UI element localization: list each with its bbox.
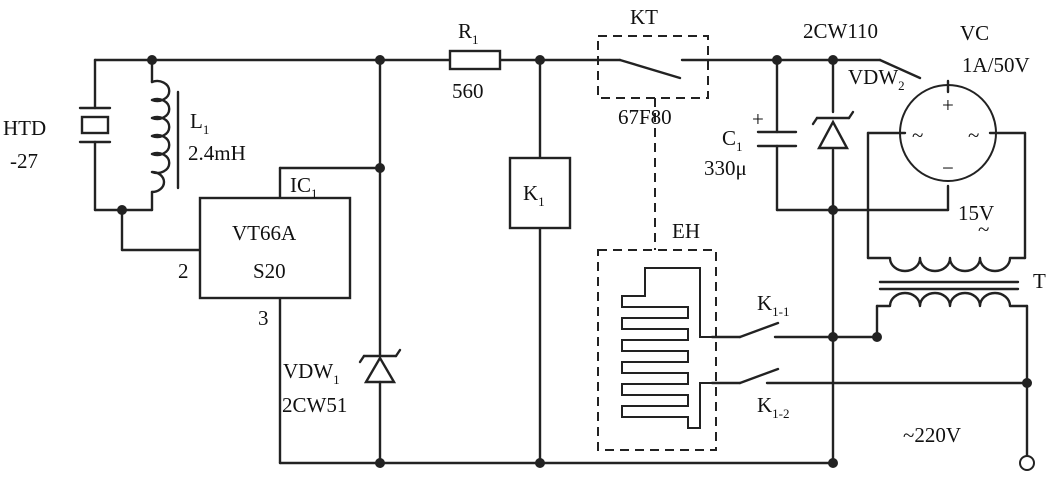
bridge-ac-right: ~ xyxy=(968,123,979,147)
secondary-ac-mark: ~ xyxy=(978,217,989,241)
vc-rating: 1A/50V xyxy=(962,53,1030,77)
resistor-r1 xyxy=(448,49,502,71)
r1-label: R1 xyxy=(458,19,479,47)
transformer-t xyxy=(866,256,1029,308)
contact-k1-1 xyxy=(738,321,780,339)
relay-coil-k1 xyxy=(508,156,572,230)
ic1-pin3: 3 xyxy=(258,306,269,330)
l1-value: 2.4mH xyxy=(188,141,246,165)
zener-vdw1 xyxy=(358,348,402,384)
htd-label: HTD xyxy=(3,116,46,140)
zener-vdw2 xyxy=(811,110,855,150)
c1-label: C1 xyxy=(722,126,743,154)
vdw2-part: 2CW110 xyxy=(803,19,878,43)
contact-k1-2 xyxy=(738,367,780,385)
htd-model-label: -27 xyxy=(10,149,38,173)
c1-value: 330μ xyxy=(704,156,747,180)
transformer-label: T xyxy=(1033,269,1046,293)
vdw1-label: VDW1 xyxy=(283,359,340,387)
inductor-l1 xyxy=(150,79,171,194)
c1-plus: + xyxy=(752,107,764,131)
bridge-minus: − xyxy=(942,156,954,180)
bridge-ac-left: ~ xyxy=(912,123,923,147)
kt-part: 67F80 xyxy=(618,105,672,129)
junction-dots xyxy=(117,55,1032,468)
r1-value: 560 xyxy=(452,79,484,103)
secondary-voltage: 15V xyxy=(958,201,994,225)
eh-label: EH xyxy=(672,219,700,243)
capacitor-c1 xyxy=(756,130,798,148)
mains-terminal xyxy=(1019,455,1035,471)
bridge-plus: + xyxy=(942,93,954,117)
k1-1-label: K1-1 xyxy=(757,291,790,319)
htd-crystal xyxy=(78,106,112,144)
ic1-pin2: 2 xyxy=(178,259,189,283)
heater-eh xyxy=(597,249,717,451)
vdw2-label: VDW2 xyxy=(848,65,905,93)
thermostat-kt xyxy=(597,35,709,250)
vdw1-part: 2CW51 xyxy=(282,393,347,417)
l1-label: L1 xyxy=(190,109,209,137)
k1-2-label: K1-2 xyxy=(757,393,790,421)
k1-label: K1 xyxy=(523,181,545,209)
ic1-suffix: S20 xyxy=(253,259,286,283)
ic1-model: VT66A xyxy=(232,221,297,245)
ic1-label: IC1 xyxy=(290,173,318,201)
ic1-body xyxy=(198,196,352,300)
vc-label: VC xyxy=(960,21,989,45)
mains-label: ~220V xyxy=(903,423,961,447)
kt-label: KT xyxy=(630,5,658,29)
